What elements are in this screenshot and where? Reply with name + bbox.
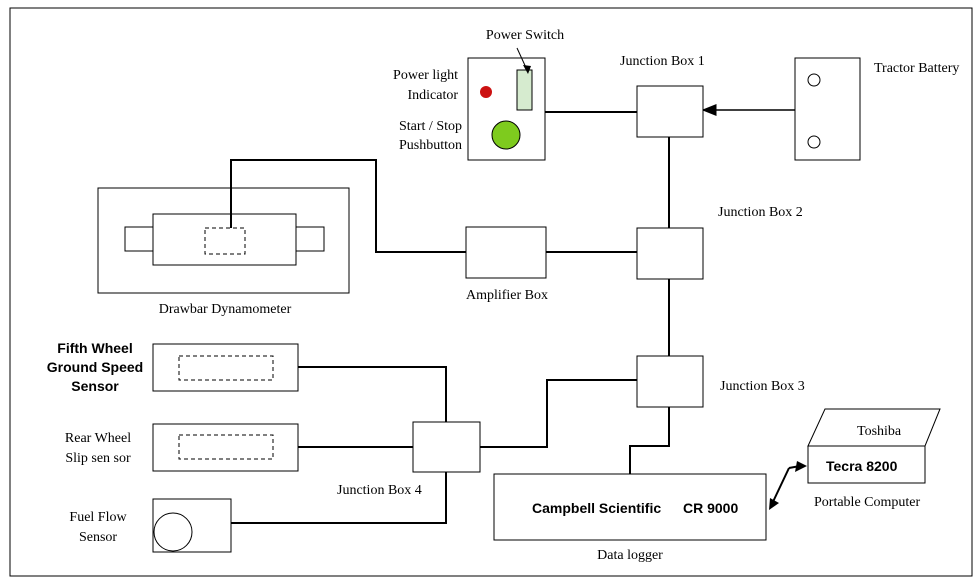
junction-box-2-label: Junction Box 2: [718, 205, 803, 220]
load-cell-dashed: [204, 227, 246, 255]
wire-amp-dyno: [230, 159, 466, 253]
battery-terminal-top: [807, 73, 821, 87]
amplifier-box: [465, 226, 547, 279]
junction-box-3: [636, 355, 704, 408]
junction-box-1-label: Junction Box 1: [620, 54, 705, 69]
power-light-indicator: [480, 86, 492, 98]
data-logger-label: Data logger: [597, 548, 663, 563]
wire-fifthwheel-jb4: [298, 366, 447, 422]
outer-frame: [9, 7, 973, 577]
power-light-label-line-1: Power light: [393, 68, 458, 83]
data-logger-model: CR 9000: [683, 500, 739, 516]
dynamometer-body: [152, 213, 297, 266]
power-switch-pointer-head: [523, 65, 531, 74]
drawbar-dynamometer-label: Drawbar Dynamometer: [158, 302, 292, 317]
junction-box-2: [636, 227, 704, 280]
wire-jb3-logger: [629, 407, 670, 474]
arrow-logger-computer: [770, 467, 790, 507]
battery-terminal-bottom: [807, 135, 821, 149]
amplifier-box-label: Amplifier Box: [465, 288, 549, 303]
fuel-flow-label-line-2: Sensor: [78, 530, 118, 545]
start-stop-label-line-1: Start / Stop: [398, 119, 462, 134]
computer-brand-label: Toshiba: [857, 424, 902, 439]
junction-box-4: [412, 421, 481, 473]
power-switch[interactable]: [516, 69, 533, 111]
arrow-stub-computer: [788, 465, 801, 469]
fifth-wheel-sensor-box: [152, 343, 299, 392]
rear-wheel-sensor-dashed: [178, 434, 274, 460]
computer-model-label: Tecra 8200: [826, 458, 898, 474]
fifth-wheel-sensor-dashed: [178, 355, 274, 381]
rear-wheel-label-line-2: Slip sen sor: [65, 451, 131, 466]
tractor-battery-label: Tractor Battery: [874, 61, 960, 76]
fifth-wheel-label-line-3: Sensor: [71, 378, 119, 394]
computer-base: [807, 445, 926, 484]
wire-fuelflow-jb4: [231, 472, 447, 524]
dynamometer-left-pin: [124, 226, 154, 252]
wires: [230, 111, 670, 524]
start-stop-pushbutton[interactable]: [491, 120, 521, 150]
arrowhead-logger: [769, 498, 779, 510]
start-stop-label-line-2: Pushbutton: [398, 138, 462, 153]
fifth-wheel-label-line-1: Fifth Wheel: [57, 340, 133, 356]
fuel-flow-sensor-dial: [153, 512, 193, 552]
junction-box-1: [636, 85, 704, 138]
data-logger-brand: Campbell Scientific: [532, 500, 662, 516]
fifth-wheel-label-line-2: Ground Speed: [46, 359, 144, 375]
power-switch-label: Power Switch: [485, 28, 565, 43]
rear-wheel-label-line-1: Rear Wheel: [64, 431, 132, 446]
portable-computer-label: Portable Computer: [814, 495, 921, 510]
junction-box-3-label: Junction Box 3: [720, 379, 805, 394]
fuel-flow-label-line-1: Fuel Flow: [69, 510, 127, 525]
rear-wheel-sensor-box: [152, 423, 299, 472]
dynamometer-right-pin: [295, 226, 325, 252]
power-light-label-line-2: Indicator: [407, 88, 458, 103]
data-logger-box: [493, 473, 767, 541]
wire-jb3-jb4: [480, 379, 637, 448]
junction-box-4-label: Junction Box 4: [337, 483, 422, 498]
dynamometer-frame: [97, 187, 350, 294]
arrowhead-computer: [795, 461, 807, 472]
tractor-battery-box: [794, 57, 861, 161]
